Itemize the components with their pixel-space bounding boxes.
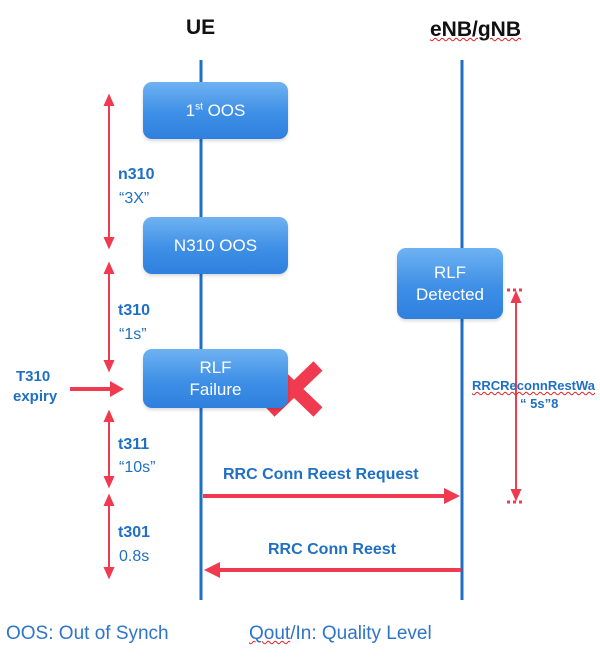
legend-oos: OOS: Out of Synch: [6, 623, 169, 644]
rlf-failure-box: RLF Failure: [143, 349, 288, 408]
t310-expiry-line2: expiry: [13, 388, 58, 405]
legend-qout: Qout/In: Quality Level: [249, 623, 432, 644]
t310-label: t310: [118, 302, 151, 319]
reest-request-label: RRC Conn Reest Request: [223, 466, 419, 483]
oos1-box: 1st OOS: [143, 82, 288, 139]
n310-bracket: [103, 93, 115, 250]
t310-expiry-arrow: [70, 381, 124, 397]
n310-label: n310: [118, 166, 155, 183]
t311-label: t311: [118, 436, 150, 453]
reconn-timer-value: “ 5s”8: [520, 396, 559, 411]
enb-gnb-header-text: eNB/gNB: [430, 18, 522, 41]
rlf-failure-line2: Failure: [189, 379, 242, 399]
oos1-label: 1st OOS: [185, 100, 246, 120]
t301-label: t301: [118, 524, 151, 541]
rlf-detected-line2: Detected: [415, 284, 485, 304]
reconn-bracket: [507, 288, 525, 504]
t301-value: 0.8s: [119, 548, 150, 565]
reest-label: RRC Conn Reest: [268, 541, 397, 558]
t310-bracket: [103, 261, 115, 373]
t311-value: “10s”: [119, 459, 156, 476]
n310-oos-box: N310 OOS: [143, 217, 288, 274]
rlf-detected-box: RLF Detected: [397, 248, 503, 319]
t310-expiry-line1: T310: [16, 368, 51, 385]
enb-gnb-header: eNB/gNB: [430, 18, 521, 42]
reest-arrow: [204, 562, 461, 578]
t310-value: “1s”: [119, 326, 147, 343]
n310-oos-label: N310 OOS: [173, 235, 258, 255]
reconn-timer-label: RRCReconnRestWa: [472, 378, 596, 393]
t311-bracket: [103, 409, 115, 489]
rlf-failure-line1: RLF: [199, 358, 232, 378]
n310-value: “3X”: [119, 190, 150, 207]
rlf-detected-line1: RLF: [433, 263, 467, 283]
ue-header: UE: [186, 16, 216, 39]
reest-request-arrow: [203, 488, 460, 504]
t301-bracket: [103, 493, 115, 580]
